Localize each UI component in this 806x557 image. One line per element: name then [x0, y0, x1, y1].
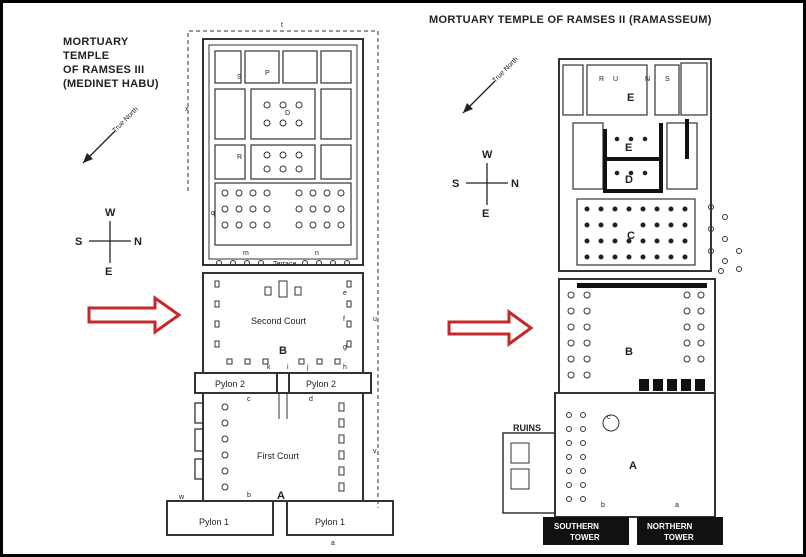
medinet-hypostyle-columns	[221, 101, 345, 229]
left-compass-s: S	[75, 236, 82, 248]
key-m: m	[243, 250, 249, 257]
first-court-letter: A	[277, 490, 285, 502]
ramesseum-b: B	[625, 346, 633, 358]
medinet-second-court-pillars	[214, 280, 352, 365]
ramesseum-d: D	[625, 174, 633, 186]
key-b-lower: b	[601, 502, 605, 509]
key-f: f	[343, 316, 345, 323]
left-compass-w: W	[105, 207, 116, 219]
key-g: g	[343, 344, 347, 351]
left-true-north-label: True North	[111, 106, 139, 134]
right-true-north-label: True North	[491, 56, 519, 84]
left-compass: W S N E	[75, 207, 142, 278]
pylon-1-right-label: Pylon 1	[315, 517, 345, 527]
right-compass-e: E	[482, 208, 489, 220]
ramesseum-hypostyle-columns	[584, 136, 688, 260]
northern-tower-line-1: NORTHERN	[647, 522, 693, 531]
left-true-north-arrow: True North	[82, 106, 140, 164]
key-q: q	[211, 210, 215, 217]
right-red-arrow	[447, 309, 534, 347]
medinet-dashed-enclosure	[187, 30, 379, 508]
pylon-2-left-label: Pylon 2	[215, 379, 245, 389]
medinet-title-line-1: MORTUARY	[63, 36, 129, 48]
medinet-title-line-3: OF RAMSES III	[63, 64, 145, 76]
left-compass-e: E	[105, 266, 112, 278]
right-true-north-arrow: True North	[462, 56, 520, 114]
key-s-right: S	[665, 76, 670, 83]
key-i: i	[287, 364, 289, 371]
right-compass-n: N	[511, 178, 519, 190]
key-r: R	[237, 154, 242, 161]
key-e: e	[343, 290, 347, 297]
medinet-key-u: u	[373, 316, 377, 323]
ramesseum-e: E	[625, 142, 632, 154]
medinet-side-chambers	[194, 402, 204, 480]
left-compass-n: N	[134, 236, 142, 248]
ruins-label: RUINS	[513, 423, 541, 433]
medinet-title-line-4: (MEDINET HABU)	[63, 78, 159, 90]
key-s: S	[237, 74, 242, 81]
medinet-terrace-columns	[216, 260, 350, 266]
ramesseum-c: C	[627, 230, 635, 242]
ramesseum-e-upper: E	[627, 92, 634, 104]
key-a-lower: a	[675, 502, 679, 509]
first-court-label: First Court	[257, 451, 300, 461]
southern-tower-line-1: SOUTHERN	[554, 522, 599, 531]
key-w: w	[178, 494, 185, 501]
ruins-block	[502, 432, 556, 514]
pylon-1-left-label: Pylon 1	[199, 517, 229, 527]
key-n: n	[315, 250, 319, 257]
medinet-key-v: v	[373, 448, 377, 455]
medinet-labels: Second Court B Pylon 2 Pylon 2 First Cou…	[178, 70, 347, 547]
key-h: h	[343, 364, 347, 371]
medinet-key-t: t	[281, 22, 283, 29]
key-r-right: R	[599, 76, 604, 83]
key-d: d	[309, 396, 313, 403]
right-compass-w: W	[482, 149, 493, 161]
ramesseum-walls	[554, 58, 716, 518]
medinet-key-x: x	[185, 106, 189, 113]
left-red-arrow	[87, 295, 182, 335]
key-c-lower: c	[607, 414, 611, 421]
medinet-walls	[166, 38, 394, 536]
key-a: a	[331, 540, 335, 547]
ramesseum-title: MORTUARY TEMPLE OF RAMSES II (RAMASSEUM)	[429, 14, 712, 26]
ramesseum-outer-columns	[566, 204, 742, 502]
key-j: j	[306, 364, 309, 371]
key-p: P	[265, 70, 270, 77]
southern-tower-line-2: TOWER	[570, 533, 600, 542]
ramesseum-a: A	[629, 460, 637, 472]
terrace-label: Terrace	[273, 261, 296, 268]
temple-plans-figure: MORTUARY TEMPLE OF RAMSES III (MEDINET H…	[63, 14, 742, 547]
second-court-letter: B	[279, 345, 287, 357]
key-c: c	[247, 396, 251, 403]
medinet-first-court-columns	[221, 402, 345, 492]
key-b: b	[247, 492, 251, 499]
pylon-2-right-label: Pylon 2	[306, 379, 336, 389]
key-u-right: U	[613, 76, 618, 83]
key-o: D	[285, 110, 290, 117]
medinet-title-line-2: TEMPLE	[63, 50, 109, 62]
ramesseum-labels: R U N S E E D C B A c b a RUINS SOUTHERN…	[513, 76, 694, 542]
medinet-habu-title: MORTUARY TEMPLE OF RAMSES III (MEDINET H…	[63, 36, 159, 90]
right-compass: W S N E	[452, 149, 519, 220]
key-n-right: N	[645, 76, 650, 83]
key-k: k	[267, 364, 271, 371]
northern-tower-line-2: TOWER	[664, 533, 694, 542]
ramesseum-dark-walls	[543, 119, 723, 545]
second-court-label: Second Court	[251, 316, 307, 326]
right-compass-s: S	[452, 178, 459, 190]
